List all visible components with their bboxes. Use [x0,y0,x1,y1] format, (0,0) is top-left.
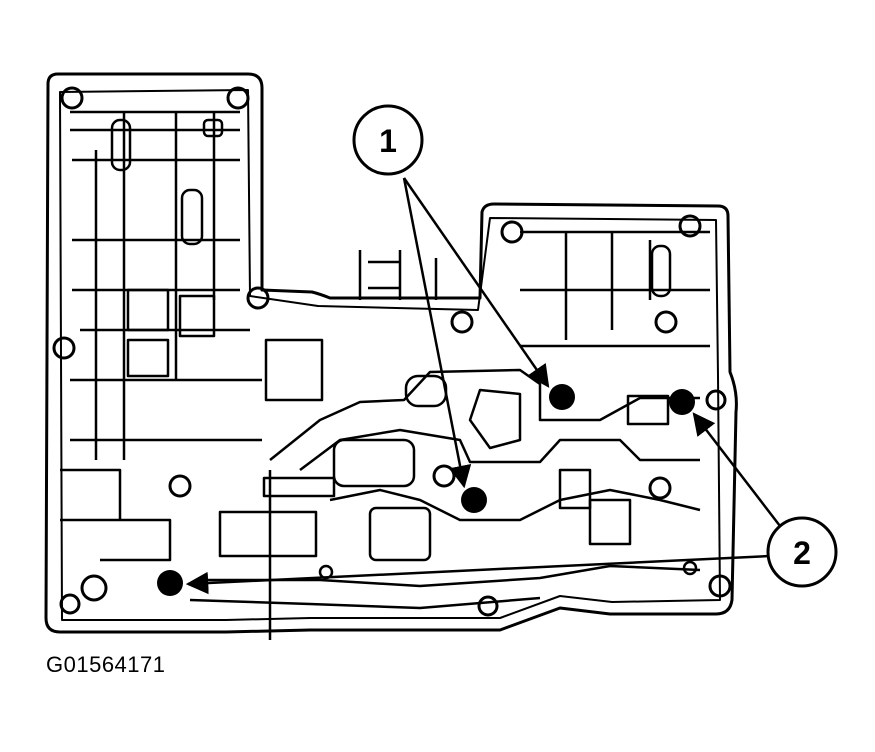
bolt-hole [678,214,702,238]
bolt-hole [708,574,732,598]
passage [269,368,700,461]
passage [70,110,262,442]
bolt-hole [80,574,108,602]
passage [368,506,432,562]
casting-outline [44,72,738,634]
passage [332,438,416,488]
passage [180,188,204,246]
passage [178,294,216,338]
bolt-hole [52,336,76,360]
casting-inner-outline [59,89,721,621]
callout-label: 1 [379,123,397,159]
passage [468,388,522,450]
passage [588,498,632,546]
figure-id: G01564171 [46,652,166,677]
passage [218,510,318,558]
passage [564,232,652,340]
valve-body-casting [44,72,738,634]
passage [558,468,592,510]
check-ball [669,389,695,415]
passage [520,230,710,348]
leader-lines [185,177,781,595]
passage [358,250,438,300]
callout-2: 2 [766,516,838,588]
leader-line-1a [402,177,550,388]
check-ball [157,570,183,596]
passage-port [682,560,698,576]
passage [200,564,701,588]
callout-1: 1 [352,104,424,176]
passage [650,244,672,298]
passage [264,338,324,402]
bolt-hole [654,310,678,334]
passage [262,476,336,498]
bolt-hole [226,86,250,110]
check-ball [461,487,487,513]
fluid-passages [60,110,710,640]
leader-line-2a [692,412,781,527]
passage [189,596,541,610]
leader-line-1b [402,177,472,489]
check-balls [157,384,695,596]
bolt-hole [477,595,499,617]
passage [626,394,670,426]
bolt-hole [705,389,727,411]
passage [202,118,224,138]
leader-line-2b [185,554,771,595]
bolt-hole [450,310,474,334]
passage [110,118,132,172]
bolt-hole [246,286,270,310]
bolt-hole [432,464,456,488]
passage [299,428,700,471]
callout-circle [352,104,424,176]
bolt-hole [648,476,672,500]
passage [94,112,216,460]
passage [329,488,701,522]
callout-circle [766,516,838,588]
bolt-hole [168,474,192,498]
bolt-hole [59,593,81,615]
passage [126,288,170,332]
check-ball [549,384,575,410]
passage [60,468,172,562]
bolt-hole [500,220,524,244]
passage [126,338,170,378]
callout-label: 2 [793,535,811,571]
bolt-hole [60,86,84,110]
bolt-holes [52,86,732,617]
